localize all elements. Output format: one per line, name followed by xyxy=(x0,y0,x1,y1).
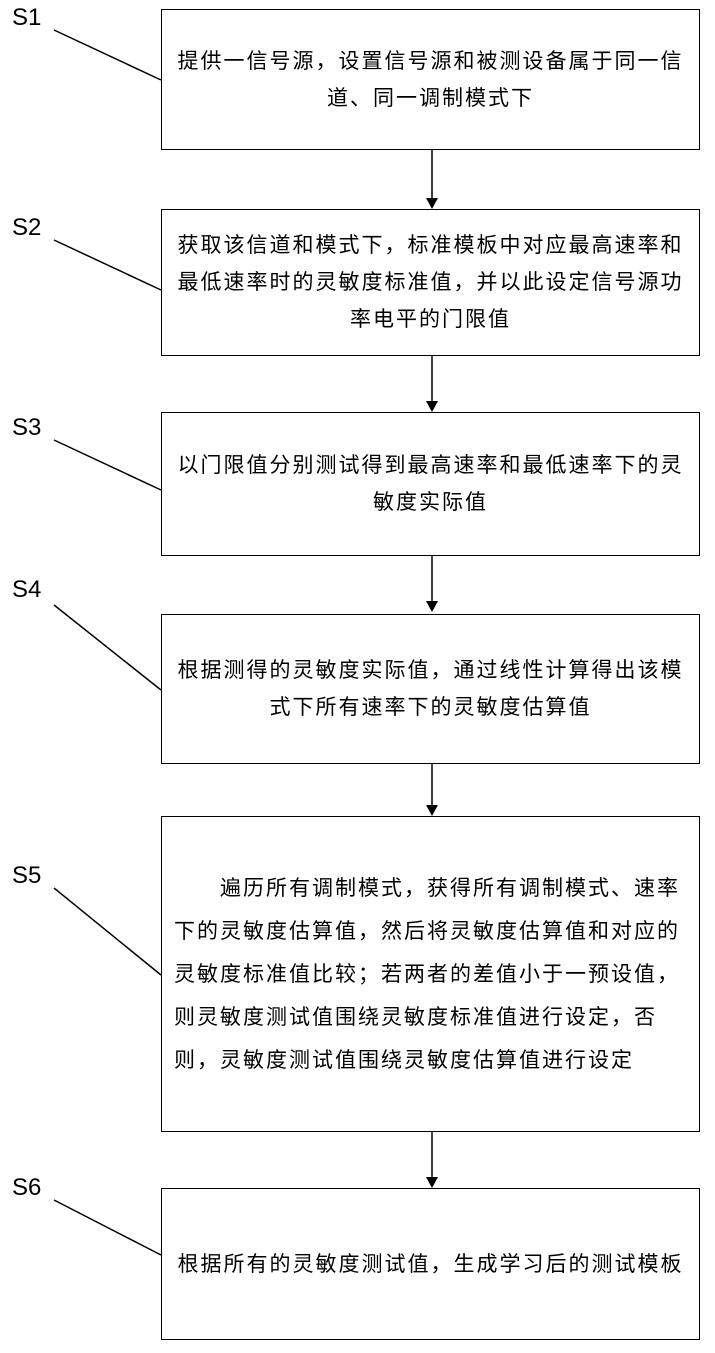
step-label-s6: S6 xyxy=(12,1176,41,1200)
arrow-s5-s6 xyxy=(426,1132,438,1188)
step-box-s4: 根据测得的灵敏度实际值，通过线性计算得出该模式下所有速率下的灵敏度估算值 xyxy=(161,614,700,764)
step-text-s6: 根据所有的灵敏度测试值，生成学习后的测试模板 xyxy=(162,1246,699,1283)
step-label-s5: S5 xyxy=(12,864,41,888)
step-text-s2: 获取该信道和模式下，标准模板中对应最高速率和最低速率时的灵敏度标准值，并以此设定… xyxy=(162,227,699,338)
step-label-s1: S1 xyxy=(12,6,41,30)
step-text-s4: 根据测得的灵敏度实际值，通过线性计算得出该模式下所有速率下的灵敏度估算值 xyxy=(162,652,699,726)
step-box-s3: 以门限值分别测试得到最高速率和最低速率下的灵敏度实际值 xyxy=(161,412,700,556)
step-box-s1: 提供一信号源，设置信号源和被测设备属于同一信道、同一调制模式下 xyxy=(161,9,700,150)
arrow-s3-s4 xyxy=(426,556,438,612)
step-text-s3: 以门限值分别测试得到最高速率和最低速率下的灵敏度实际值 xyxy=(162,447,699,521)
step-label-s4: S4 xyxy=(12,578,41,602)
arrow-s1-s2 xyxy=(426,150,438,209)
arrow-s4-s5 xyxy=(426,764,438,816)
step-label-s3: S3 xyxy=(12,416,41,440)
arrow-s2-s3 xyxy=(426,356,438,412)
step-text-s1: 提供一信号源，设置信号源和被测设备属于同一信道、同一调制模式下 xyxy=(162,43,699,117)
step-label-s2: S2 xyxy=(12,216,41,240)
step-text-s5: 遍历所有调制模式，获得所有调制模式、速率下的灵敏度估算值，然后将灵敏度估算值和对… xyxy=(162,867,699,1082)
step-box-s2: 获取该信道和模式下，标准模板中对应最高速率和最低速率时的灵敏度标准值，并以此设定… xyxy=(161,209,700,356)
step-box-s6: 根据所有的灵敏度测试值，生成学习后的测试模板 xyxy=(161,1188,700,1340)
step-box-s5: 遍历所有调制模式，获得所有调制模式、速率下的灵敏度估算值，然后将灵敏度估算值和对… xyxy=(161,816,700,1132)
